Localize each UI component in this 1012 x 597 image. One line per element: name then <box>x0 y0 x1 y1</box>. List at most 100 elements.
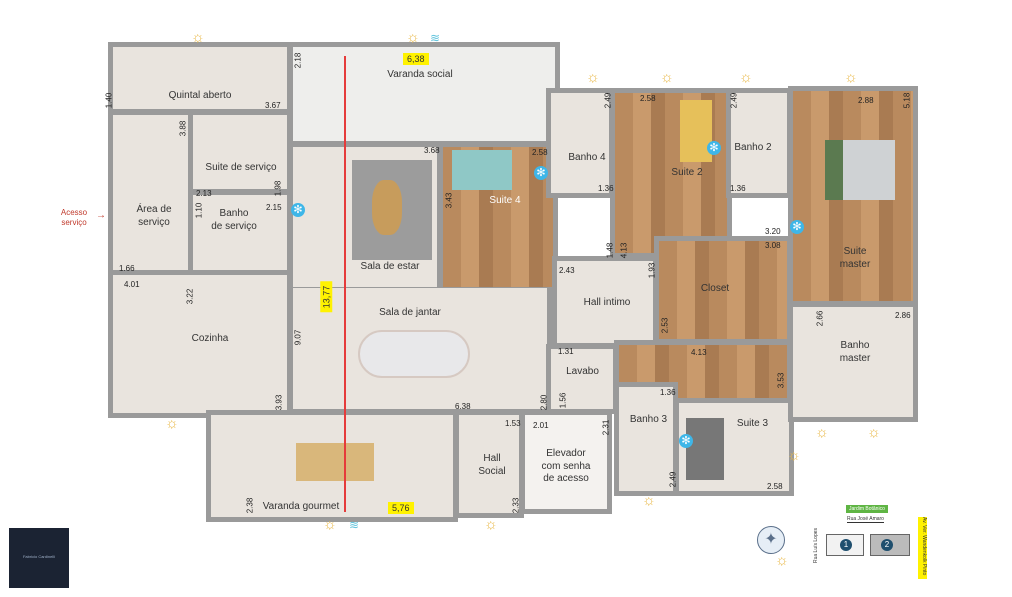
dim: 6.38 <box>455 402 471 411</box>
dim: 1.10 <box>194 202 204 219</box>
dim: 2.49 <box>603 92 613 109</box>
label-suite-4: Suite 4 <box>489 195 521 206</box>
coffee-table <box>372 180 402 235</box>
dim: 3.93 <box>274 394 284 411</box>
label-suite-servico: Suite de serviço <box>205 162 277 173</box>
sun-icon: ☼ <box>586 69 600 86</box>
sun-icon: ☼ <box>642 492 656 509</box>
label-suite-2: Suite 2 <box>671 167 703 178</box>
logo-text: Fabricio Cardinelli <box>22 554 55 559</box>
dim: 2.49 <box>729 92 739 109</box>
street-label-top: Jardim Botânico <box>846 505 888 513</box>
dim: 1.93 <box>647 262 657 279</box>
dim: 4.13 <box>691 348 707 357</box>
access-arrow: → <box>96 210 106 221</box>
air-conditioning-icon: ✻ <box>790 220 804 234</box>
label-closet: Closet <box>700 283 730 294</box>
air-conditioning-icon: ✻ <box>679 434 693 448</box>
dim: 1.40 <box>104 92 114 109</box>
sun-icon: ☼ <box>815 424 829 441</box>
dim: 2.43 <box>559 266 575 275</box>
dim: 2.86 <box>895 311 911 320</box>
dim: 2.53 <box>660 317 670 334</box>
dim: 4.01 <box>124 280 140 289</box>
label-suite-3: Suite 3 <box>736 418 769 429</box>
label-area-servico: Área de serviço <box>136 204 172 228</box>
label-varanda-social: Varanda social <box>387 69 453 80</box>
dim: 1.36 <box>598 184 614 193</box>
dim: 3.20 <box>765 227 781 236</box>
access-label: Acesso serviço <box>60 208 88 227</box>
dim: 3.53 <box>776 372 786 389</box>
dim: 1.31 <box>558 347 574 356</box>
dim: 1.48 <box>605 242 615 259</box>
dim: 1.66 <box>119 264 135 273</box>
label-sala-jantar: Sala de jantar <box>379 307 441 318</box>
dim: 2.38 <box>245 497 255 514</box>
room-lavabo <box>546 344 618 414</box>
dim: 3.67 <box>265 101 281 110</box>
sun-icon: ☼ <box>844 69 858 86</box>
label-varanda-gourmet: Varanda gourmet <box>262 501 340 512</box>
dim: 3.22 <box>185 288 195 305</box>
dining-table <box>358 330 470 378</box>
dim: 2.18 <box>293 52 303 69</box>
label-suite-master: Suite master <box>839 246 871 270</box>
label-banho-master: Banho master <box>839 340 871 364</box>
dim: 3.08 <box>765 241 781 250</box>
compass-icon: ✦ <box>757 526 785 554</box>
label-hall-social: Hall Social <box>478 453 506 477</box>
dim: 2.66 <box>815 310 825 327</box>
room-cozinha <box>108 270 292 418</box>
label-sala-estar: Sala de estar <box>360 261 420 272</box>
dim: 1.98 <box>273 180 283 197</box>
street-label-right: Av. Ver. Wandenkolk Pinto <box>918 517 927 579</box>
dim: 3.43 <box>444 192 454 209</box>
sun-icon: ☼ <box>739 69 753 86</box>
bed-suite-master <box>825 140 895 200</box>
block-1-badge: 1 <box>840 539 852 551</box>
dim: 1.36 <box>660 388 676 397</box>
dim: 2.58 <box>532 148 548 157</box>
dim: 5.18 <box>902 92 912 109</box>
label-hall-intimo: Hall intimo <box>583 297 631 308</box>
sun-icon: ☼ <box>165 415 179 432</box>
bed-suite-4 <box>452 150 512 190</box>
wind-icon: ≋ <box>349 518 360 532</box>
label-banho-4: Banho 4 <box>568 152 606 163</box>
dim: 2.58 <box>767 482 783 491</box>
bed-suite-3 <box>686 418 724 480</box>
sun-icon: ☼ <box>323 516 337 533</box>
wind-icon: ≋ <box>430 31 441 45</box>
dim-highlight-top: 6,38 <box>403 53 429 65</box>
room-hall-social <box>454 410 524 518</box>
dim: 4.13 <box>619 242 629 259</box>
dim: 2.58 <box>640 94 656 103</box>
dim-highlight-vertical: 13,77 <box>320 281 333 313</box>
dim: 2.33 <box>511 497 521 514</box>
measurement-line <box>344 56 346 512</box>
dim: 1.36 <box>730 184 746 193</box>
dim: 2.01 <box>533 421 549 430</box>
dim-highlight-bottom: 5,76 <box>388 502 414 514</box>
dim: 2.13 <box>196 189 212 198</box>
dim: 2.80 <box>539 394 549 411</box>
sun-icon: ☼ <box>191 29 205 46</box>
sun-icon: ☼ <box>775 552 789 569</box>
dim: 2.49 <box>668 471 678 488</box>
air-conditioning-icon: ✻ <box>534 166 548 180</box>
dim: 2.88 <box>858 96 874 105</box>
sun-icon: ☼ <box>406 29 420 46</box>
label-cozinha: Cozinha <box>191 333 229 344</box>
sun-icon: ☼ <box>660 69 674 86</box>
room-banho-master <box>788 302 918 422</box>
dim: 2.31 <box>601 419 611 436</box>
gourmet-table <box>296 443 374 481</box>
sun-icon: ☼ <box>787 447 801 464</box>
dim: 1.53 <box>505 419 521 428</box>
dim: 1.56 <box>558 392 568 409</box>
label-banho-2: Banho 2 <box>734 142 772 153</box>
dim: 3.88 <box>178 120 188 137</box>
dim: 2.15 <box>266 203 282 212</box>
street-label-left: Rua Luís Lopes <box>813 527 819 563</box>
